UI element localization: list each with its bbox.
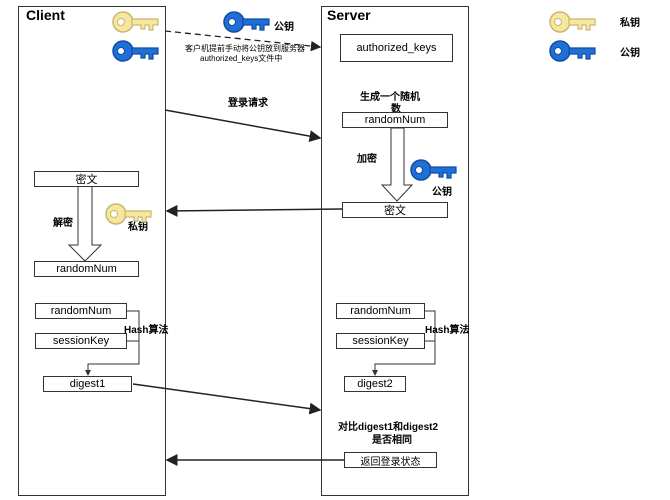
client-private-key-icon	[112, 11, 159, 33]
decrypt-hollow-arrow	[67, 185, 103, 262]
compare-label-1: 对比digest1和digest2	[338, 422, 439, 433]
login-request-arrow	[164, 109, 322, 143]
legend-private-key-label: 私钥	[620, 18, 640, 29]
server-hash-label: Hash算法	[425, 325, 470, 336]
server-digest-box: digest2	[344, 376, 406, 392]
server-lane	[321, 6, 469, 496]
server-ciphertext-box: 密文	[342, 202, 448, 218]
client-public-key-icon	[112, 40, 159, 62]
return-status-box: 返回登录状态	[344, 452, 437, 468]
server-hash-bracket	[374, 310, 436, 374]
legend-public-key-label: 公钥	[620, 48, 640, 59]
legend-private-key-icon	[549, 11, 596, 33]
client-private-key-label: 私钥	[128, 222, 148, 233]
generate-random-label-1: 生成一个随机	[360, 92, 420, 103]
server-public-key-label: 公钥	[432, 187, 452, 198]
send-cipher-arrow	[165, 204, 343, 217]
send-digest-arrow	[132, 383, 322, 415]
client-random-num-2-box: randomNum	[35, 303, 127, 319]
compare-label-2: 是否相同	[372, 435, 412, 446]
decrypt-label: 解密	[53, 218, 73, 229]
encrypt-label: 加密	[357, 154, 377, 165]
authorized-keys-box: authorized_keys	[340, 34, 453, 62]
client-ciphertext-box: 密文	[34, 171, 139, 187]
login-request-label: 登录请求	[228, 98, 268, 109]
flow-public-key-label: 公钥	[274, 22, 294, 33]
server-session-key-box: sessionKey	[336, 333, 425, 349]
client-hash-bracket	[87, 310, 140, 374]
server-title: Server	[327, 7, 371, 23]
encrypt-hollow-arrow	[380, 127, 414, 202]
client-random-num-box: randomNum	[34, 261, 139, 277]
client-title: Client	[26, 7, 65, 23]
client-session-key-box: sessionKey	[35, 333, 127, 349]
generate-random-label-2: 数	[391, 104, 401, 115]
client-digest-box: digest1	[43, 376, 132, 392]
legend-public-key-icon	[549, 40, 596, 62]
encrypt-public-key-icon	[410, 159, 457, 181]
upload-note-1: 客户机提前手动将公钥放到服务器	[185, 44, 305, 53]
server-random-num-2-box: randomNum	[336, 303, 425, 319]
client-hash-label: Hash算法	[124, 325, 169, 336]
upload-note-2: authorized_keys文件中	[200, 54, 283, 63]
server-random-num-box: randomNum	[342, 112, 448, 128]
upload-key-arrow	[164, 30, 322, 52]
flow-public-key-icon	[223, 11, 270, 33]
decrypt-private-key-icon	[105, 203, 152, 225]
